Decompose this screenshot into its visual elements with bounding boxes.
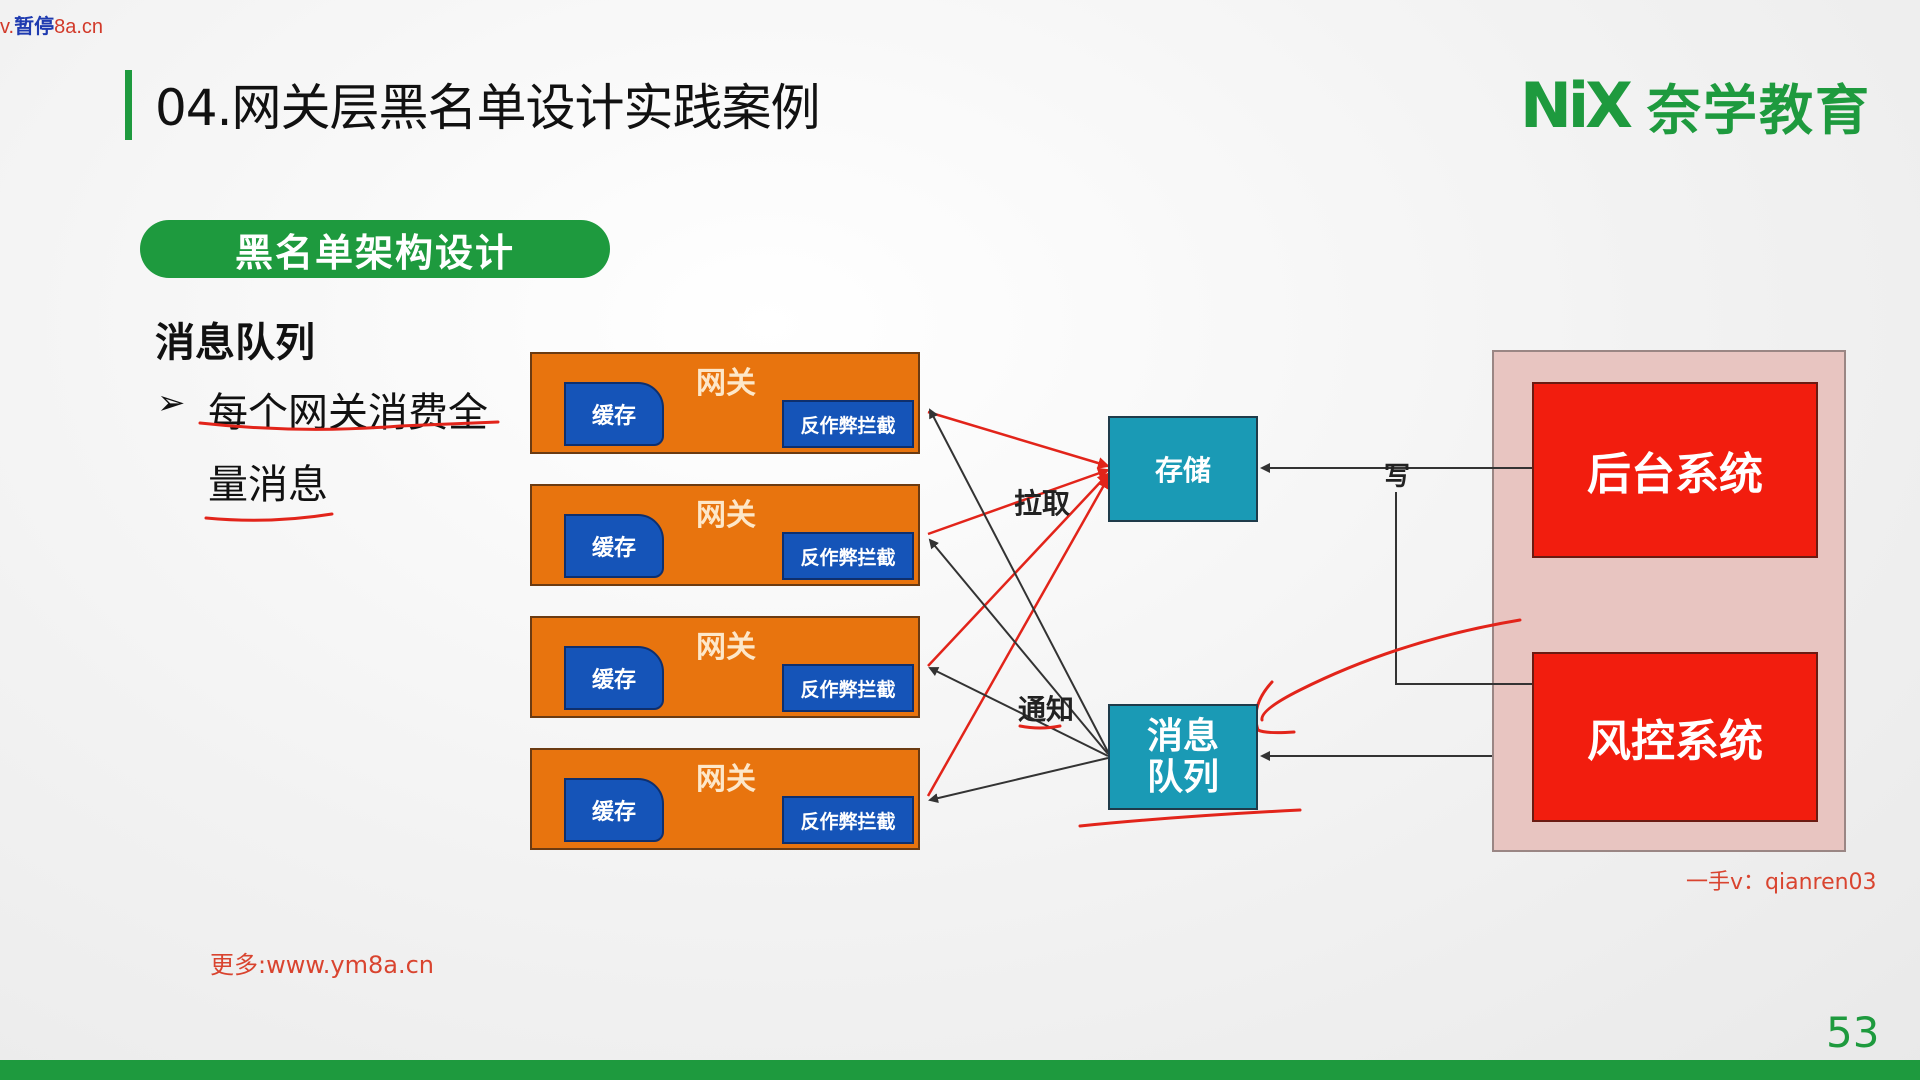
gateway-label: 网关	[696, 366, 756, 401]
subhead: 消息队列	[155, 320, 315, 366]
gateway-label: 网关	[696, 630, 756, 665]
gateway-anti-cheat: 反作弊拦截	[782, 400, 914, 448]
gateway-anti-cheat: 反作弊拦截	[782, 664, 914, 712]
page-number: 53	[1826, 1008, 1880, 1057]
gateway-cache: 缓存	[564, 646, 664, 710]
brand-logo: NiX 奈学教育	[1520, 68, 1871, 142]
backend-system-node: 后台系统	[1532, 382, 1818, 558]
gateway-node: 网关 缓存 反作弊拦截	[530, 484, 920, 586]
gateway-cache: 缓存	[564, 514, 664, 578]
notify-label: 通知	[1018, 693, 1075, 726]
section-pill: 黑名单架构设计	[140, 220, 610, 278]
pull-arrows	[926, 410, 1110, 797]
bullet-text-line1: 每个网关消费全	[208, 390, 488, 436]
mq-line2: 队列	[1146, 757, 1219, 798]
message-queue-node: 消息队列	[1108, 704, 1258, 810]
corner-watermark: v.暂停8a.cn	[0, 16, 104, 38]
gateway-cache: 缓存	[564, 382, 664, 446]
mq-line1: 消息	[1146, 715, 1219, 757]
gateway-node: 网关 缓存 反作弊拦截	[530, 616, 920, 718]
pull-label: 拉取	[1014, 487, 1071, 520]
logo-mark: NiX	[1520, 68, 1633, 142]
contact-watermark: 一手v：qianren03	[1686, 870, 1877, 895]
gateway-label: 网关	[696, 498, 756, 533]
site-watermark: 更多:www.ym8a.cn	[210, 951, 434, 979]
gateway-node: 网关 缓存 反作弊拦截	[530, 748, 920, 850]
write-label: 写	[1384, 462, 1411, 492]
gateway-node: 网关 缓存 反作弊拦截	[530, 352, 920, 454]
bullet-text-line2: 量消息	[208, 462, 328, 508]
storage-node: 存储	[1108, 416, 1258, 522]
gateway-anti-cheat: 反作弊拦截	[782, 796, 914, 844]
logo-text: 奈学教育	[1646, 78, 1871, 142]
bottom-accent-bar	[0, 1060, 1920, 1080]
gateway-anti-cheat: 反作弊拦截	[782, 532, 914, 580]
pause-indicator: 暂停	[14, 16, 55, 38]
notify-arrows	[928, 408, 1109, 804]
bullet-arrow-icon: ➢	[157, 383, 186, 423]
risk-control-node: 风控系统	[1532, 652, 1818, 822]
gateway-cache: 缓存	[564, 778, 664, 842]
slide-title: 04.网关层黑名单设计实践案例	[155, 79, 821, 137]
title-accent-bar	[125, 70, 132, 140]
gateway-label: 网关	[696, 762, 756, 797]
